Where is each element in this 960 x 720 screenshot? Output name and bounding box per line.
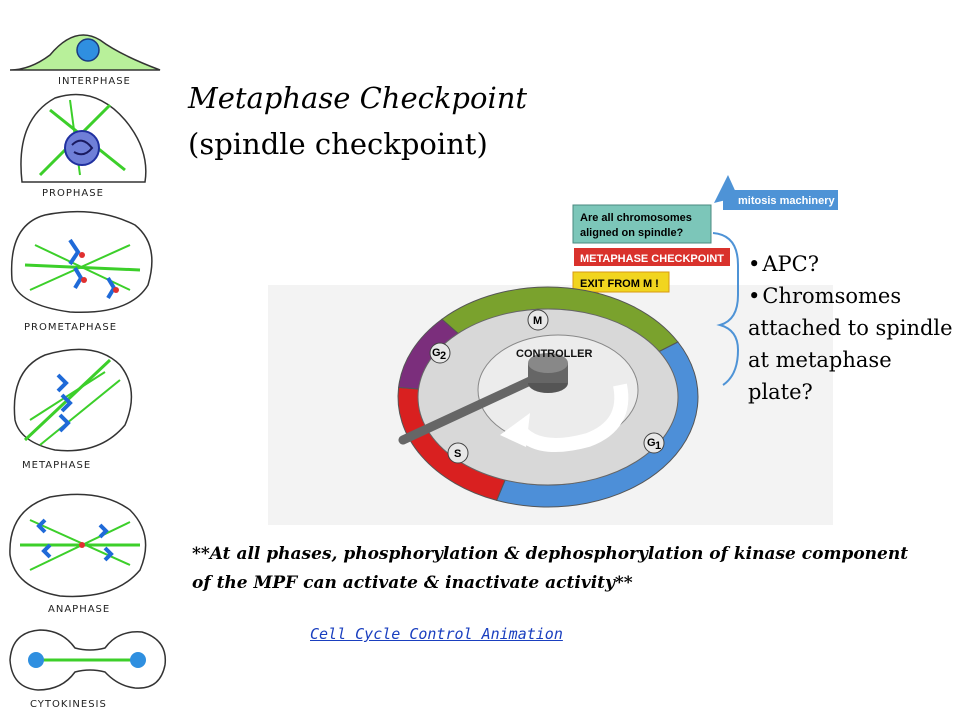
- slide-title: Metaphase Checkpoint: [188, 81, 528, 115]
- mitosis-phase-strip: INTERPHASE PROPHASE PROMETAPHASE METAPHA…: [9, 34, 167, 710]
- phase-label-metaphase: METAPHASE: [22, 460, 91, 471]
- phase-label-prometaphase: PROMETAPHASE: [24, 322, 117, 333]
- cycle-arrow: [509, 383, 629, 452]
- phase-marker-g2: G: [432, 347, 441, 359]
- phase-label-anaphase: ANAPHASE: [48, 604, 110, 615]
- bullet-text: Chromsomes attached to spindle at metaph…: [748, 284, 953, 404]
- prometaphase-sketch: PROMETAPHASE: [10, 210, 153, 333]
- cell-cycle-animation-link[interactable]: Cell Cycle Control Animation: [310, 625, 563, 643]
- controller-label: CONTROLLER: [516, 348, 592, 360]
- bullet-item: •APC?: [748, 252, 820, 276]
- controller-arm: [398, 370, 548, 445]
- bullet-text: APC?: [762, 252, 820, 276]
- phase-marker-g1-sub: 1: [655, 440, 661, 452]
- exit-label: EXIT FROM M !: [580, 278, 659, 290]
- phase-label-interphase: INTERPHASE: [58, 76, 131, 87]
- checkpoint-label: METAPHASE CHECKPOINT: [580, 253, 724, 265]
- interphase-sketch: INTERPHASE: [9, 34, 161, 87]
- checkpoint-brace: [712, 232, 740, 386]
- mitosis-machinery-box: mitosis machinery: [714, 175, 838, 210]
- metaphase-sketch: METAPHASE: [13, 348, 133, 471]
- checkpoint-questions-list: •APC? •Chromsomes attached to spindle at…: [748, 248, 953, 408]
- phase-label-cytokinesis: CYTOKINESIS: [30, 699, 107, 710]
- metaphase-checkpoint-box: METAPHASE CHECKPOINT: [572, 246, 732, 268]
- cycle-arrow-head: [500, 413, 530, 447]
- mitosis-machinery-label: mitosis machinery: [738, 195, 835, 207]
- mpf-note: **At all phases, phosphorylation & depho…: [192, 544, 909, 593]
- slide-subtitle: (spindle checkpoint): [188, 127, 488, 161]
- anaphase-sketch: ANAPHASE: [9, 493, 147, 615]
- question-line-1: Are all chromosomes: [580, 212, 692, 224]
- cell-cycle-ring: CONTROLLER M G 2 S G 1: [397, 286, 699, 508]
- phase-label-prophase: PROPHASE: [42, 188, 104, 199]
- checkpoint-question-box: Are all chromosomes aligned on spindle?: [572, 204, 712, 244]
- phase-marker-m: M: [533, 315, 542, 327]
- question-line-2: aligned on spindle?: [580, 227, 684, 239]
- phase-marker-g1: G: [647, 437, 656, 449]
- phase-marker-g2-sub: 2: [440, 350, 446, 362]
- cell-cycle-controller-diagram: mitosis machinery Are all chromosomes al…: [268, 175, 838, 525]
- controller-knob-top: [528, 353, 568, 373]
- cytokinesis-sketch: CYTOKINESIS: [9, 629, 167, 710]
- prophase-sketch: PROPHASE: [20, 93, 147, 199]
- bullet-item: •Chromsomes attached to spindle at metap…: [748, 284, 953, 404]
- phase-marker-s: S: [454, 448, 461, 460]
